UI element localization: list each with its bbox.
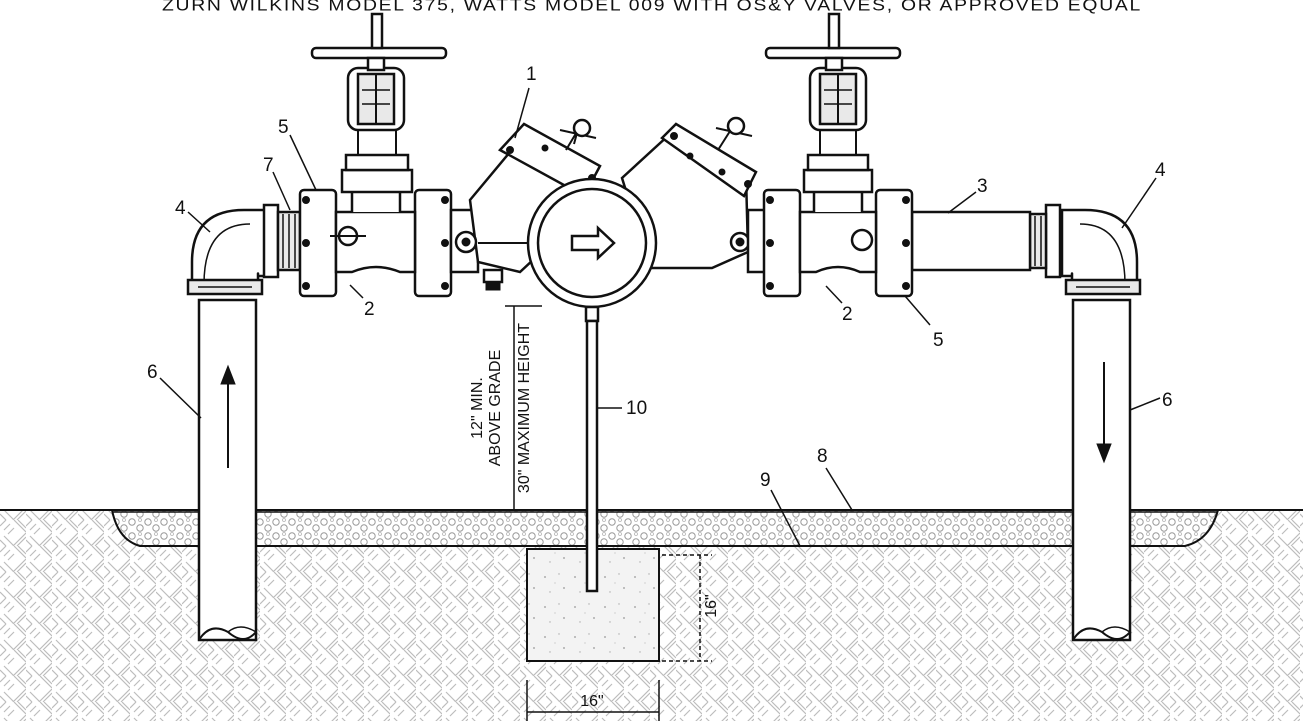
callout-4-right: 4 — [1121, 160, 1166, 229]
right-gate-valve — [762, 12, 914, 298]
callout-4-right-label: 4 — [1155, 160, 1166, 181]
callout-4-left: 4 — [175, 198, 211, 233]
callout-2-left-label: 2 — [364, 299, 375, 320]
height-label-3: 30" MAXIMUM HEIGHT — [516, 323, 533, 493]
right-elbow — [1060, 208, 1142, 296]
callout-5-left: 5 — [278, 117, 317, 191]
callout-1: 1 — [514, 64, 537, 139]
callout-5-left-label: 5 — [278, 117, 289, 138]
callout-10: 10 — [597, 398, 647, 419]
callout-8: 8 — [817, 446, 853, 511]
right-coupling — [1028, 203, 1062, 279]
callout-5-right: 5 — [904, 295, 944, 351]
right-riser — [1071, 298, 1132, 642]
callout-6-left-label: 6 — [147, 362, 158, 383]
callout-8-label: 8 — [817, 446, 828, 467]
height-label-2: ABOVE GRADE — [487, 350, 504, 466]
pad-depth-label: 16" — [703, 594, 720, 617]
callout-6-right-label: 6 — [1162, 390, 1173, 411]
callout-2-left: 2 — [349, 284, 375, 320]
pad-width-label: 16" — [580, 693, 603, 710]
flow-down-arrow — [1096, 362, 1112, 464]
left-coupling — [262, 203, 302, 279]
pad-depth-dimension: 16" — [662, 554, 720, 662]
callout-10-label: 10 — [626, 398, 647, 419]
callout-6-right: 6 — [1129, 390, 1173, 411]
left-gate-valve — [298, 12, 453, 298]
callout-9-label: 9 — [760, 470, 771, 491]
left-riser — [197, 298, 258, 642]
callout-3-label: 3 — [977, 176, 988, 197]
gravel-bed — [110, 509, 1220, 547]
height-label-1: 12" MIN. — [469, 377, 486, 439]
callout-4-left-label: 4 — [175, 198, 186, 219]
callout-2-right-label: 2 — [842, 304, 853, 325]
callout-1-label: 1 — [526, 64, 537, 85]
callout-5-right-label: 5 — [933, 330, 944, 351]
pad-width-dimension: 16" — [526, 680, 660, 721]
flow-direction-arrow — [570, 225, 616, 261]
callout-2-right: 2 — [825, 285, 853, 325]
height-dimension: 12" MIN. ABOVE GRADE 30" MAXIMUM HEIGHT — [469, 305, 542, 510]
callout-6-left: 6 — [147, 362, 202, 419]
flow-up-arrow — [220, 364, 236, 468]
callout-7-label: 7 — [263, 155, 274, 176]
diagram-title: ZURN WILKINS MODEL 375, WATTS MODEL 009 … — [162, 0, 1142, 14]
support-post — [585, 319, 599, 593]
pipe-spool — [910, 210, 1032, 272]
callout-3: 3 — [947, 176, 988, 214]
callout-7: 7 — [263, 155, 291, 211]
callout-9: 9 — [760, 470, 801, 547]
left-elbow — [186, 208, 270, 296]
